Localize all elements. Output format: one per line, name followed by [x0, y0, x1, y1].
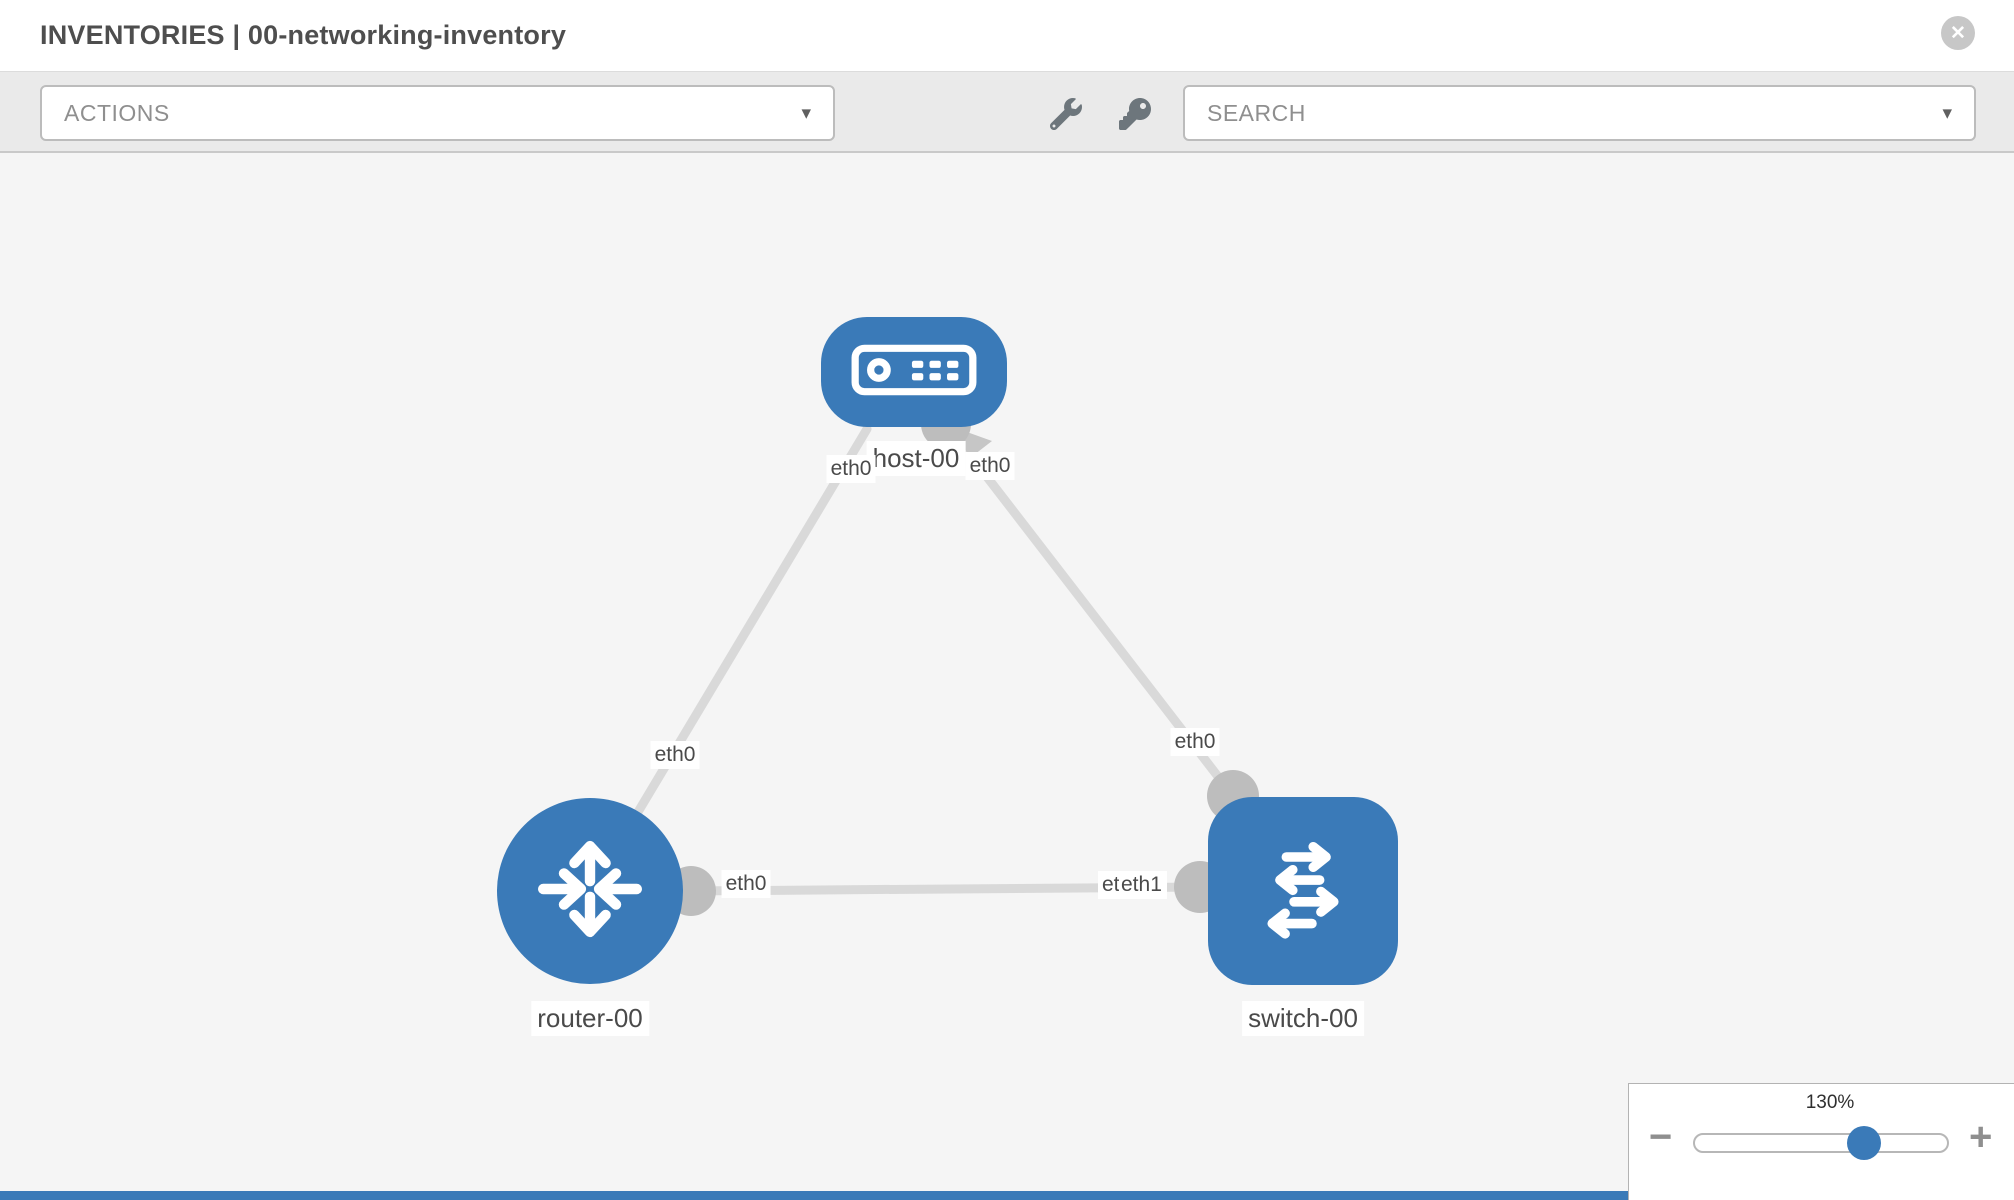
interface-label-host-right: eth0 [965, 452, 1015, 481]
search-dropdown-label: SEARCH [1207, 99, 1306, 126]
router-icon [525, 824, 655, 959]
wrench-icon [1049, 97, 1082, 135]
chevron-down-icon: ▾ [1942, 102, 1952, 124]
interface-label-switch-left-group: eth0 eth1 [1098, 871, 1176, 900]
interface-label-host-left: eth0 [826, 455, 876, 484]
node-label-router: router-00 [531, 1001, 649, 1036]
node-switch[interactable] [1208, 797, 1398, 985]
interface-label-switch-left: eth1 [1119, 871, 1167, 900]
node-label-switch: switch-00 [1242, 1001, 1364, 1036]
interface-label-router-right: eth0 [721, 870, 771, 899]
zoom-percent: 130% [1805, 1092, 1855, 1113]
credentials-button[interactable] [1115, 96, 1155, 136]
key-icon [1119, 97, 1151, 135]
zoom-out-button[interactable]: − [1649, 1115, 1673, 1159]
page-title: INVENTORIES | 00-networking-inventory [40, 20, 567, 50]
zoom-panel: 130% − + [1628, 1083, 2014, 1200]
chevron-down-icon: ▾ [801, 102, 811, 124]
close-button[interactable]: ✕ [1941, 16, 1975, 50]
topology-canvas[interactable]: host-00 router-00 switch-00 eth0 eth0 et… [0, 153, 2014, 1200]
header: INVENTORIES | 00-networking-inventory ✕ [0, 0, 2014, 72]
interface-label-router-upper: eth0 [650, 741, 700, 770]
actions-dropdown[interactable]: ACTIONS ▾ [40, 85, 835, 141]
node-host[interactable] [821, 317, 1007, 427]
footer-accent-bar [0, 1191, 1628, 1200]
actions-dropdown-label: ACTIONS [64, 99, 170, 126]
zoom-slider-track[interactable] [1693, 1133, 1949, 1153]
toolbar: ACTIONS ▾ SEARCH ▾ [0, 72, 2014, 153]
host-icon [850, 339, 978, 406]
node-router[interactable] [497, 798, 683, 984]
close-icon: ✕ [1950, 22, 1966, 44]
switch-icon [1239, 825, 1367, 958]
configure-button[interactable] [1046, 96, 1086, 136]
topology-edges-layer [633, 399, 1259, 916]
zoom-in-button[interactable]: + [1969, 1115, 1993, 1159]
node-label-host: host-00 [866, 441, 966, 476]
search-dropdown[interactable]: SEARCH ▾ [1183, 85, 1976, 141]
interface-label-switch-upper: eth0 [1170, 728, 1220, 757]
zoom-slider-thumb[interactable] [1847, 1126, 1881, 1160]
